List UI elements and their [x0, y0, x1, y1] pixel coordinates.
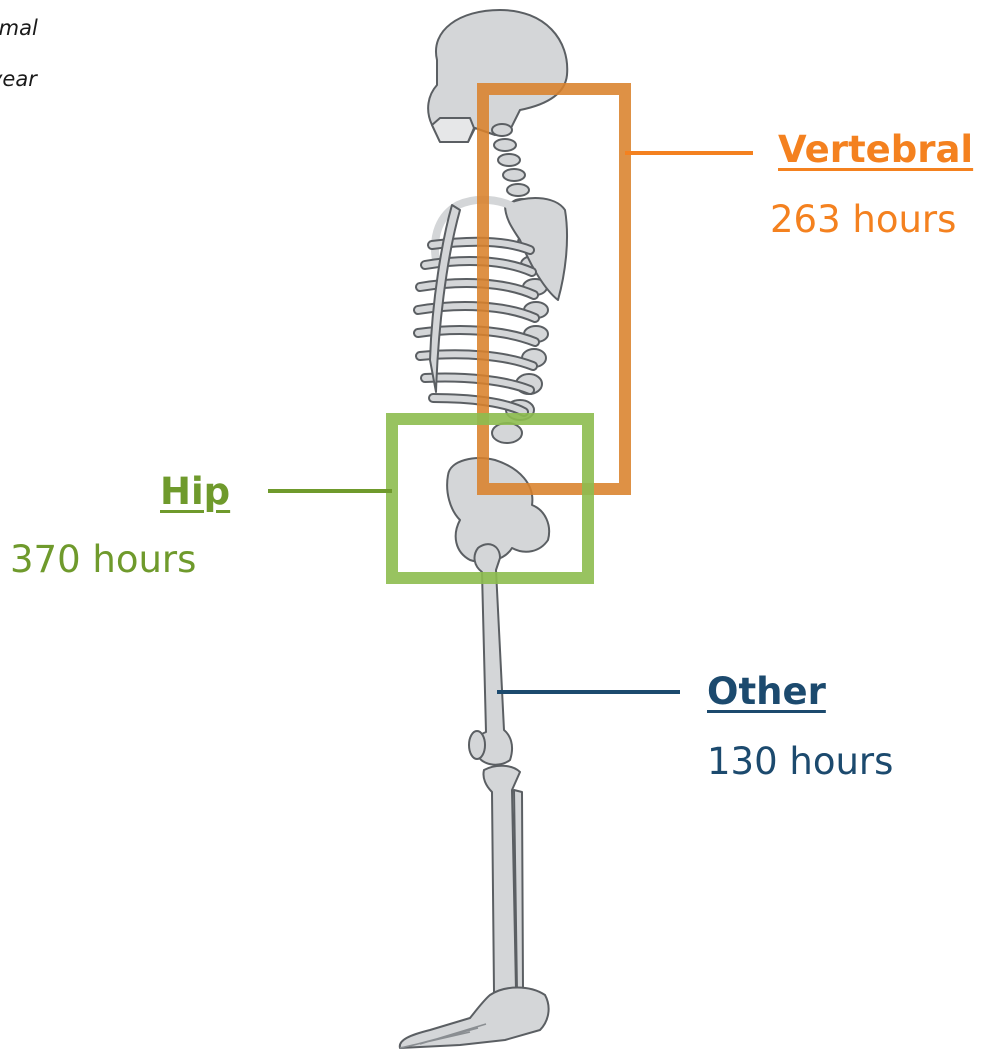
- vertebral-region-box: [483, 89, 625, 489]
- region-label-other: Other: [707, 670, 826, 713]
- region-hours-other: 130 hours: [707, 740, 893, 783]
- region-label-hip: Hip: [160, 470, 230, 513]
- region-hours-vertebral: 263 hours: [770, 198, 956, 241]
- region-hours-hip: 370 hours: [10, 538, 196, 581]
- hip-region-box: [392, 419, 588, 578]
- region-label-vertebral: Vertebral: [778, 128, 973, 171]
